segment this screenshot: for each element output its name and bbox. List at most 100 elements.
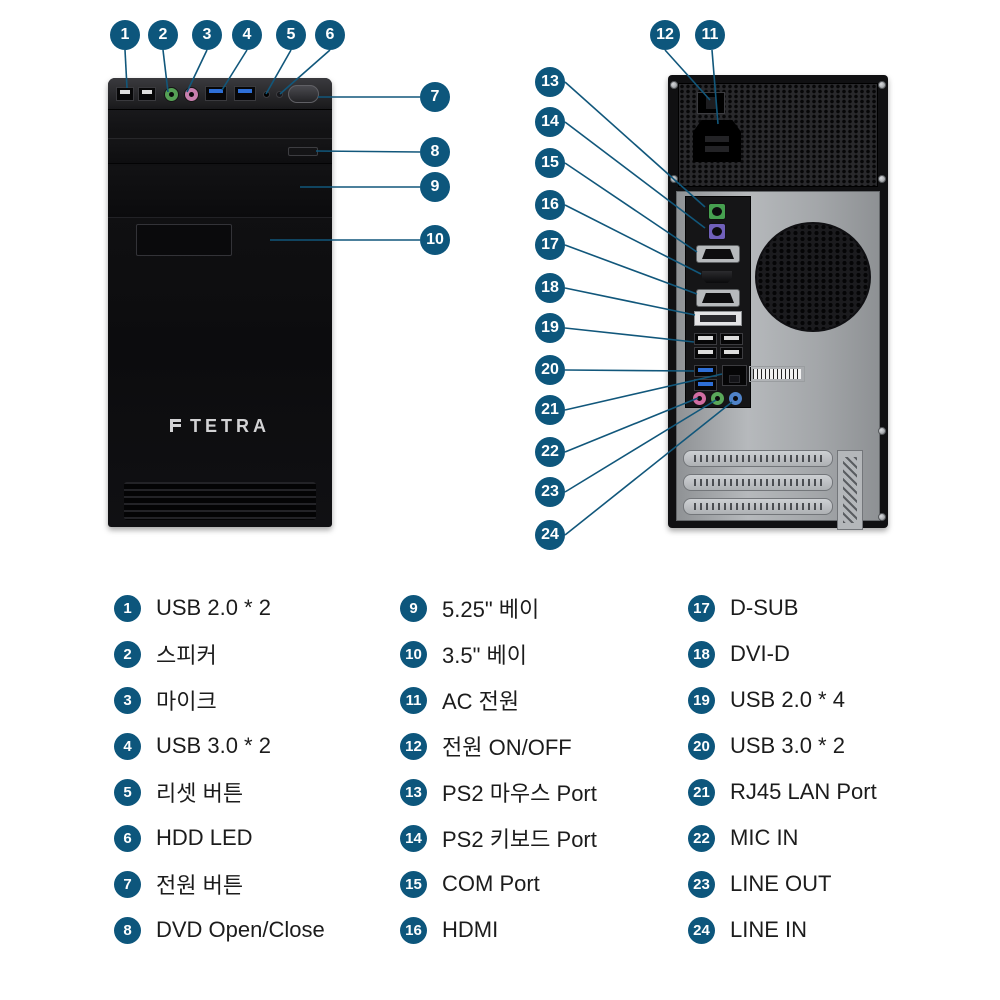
- power-switch: [697, 92, 725, 114]
- callout-9: 9: [420, 172, 450, 202]
- legend-label: PS2 키보드 Port: [442, 827, 597, 852]
- legend-number-badge: 1: [114, 594, 141, 622]
- legend-item: 14 PS2 키보드 Port: [400, 815, 597, 861]
- legend-label: 전원 ON/OFF: [442, 735, 572, 760]
- callout-13: 13: [535, 67, 565, 97]
- slot-bracket: [837, 450, 863, 530]
- case-screw: [878, 81, 886, 89]
- legend-item: 4 USB 3.0 * 2: [114, 723, 325, 769]
- hdd-led: [276, 91, 283, 98]
- bay-525: [108, 166, 332, 218]
- case-screw: [878, 175, 886, 183]
- legend-number-badge: 19: [688, 686, 715, 714]
- legend-item: 6 HDD LED: [114, 815, 325, 861]
- callout-22: 22: [535, 437, 565, 467]
- callout-20: 20: [535, 355, 565, 385]
- legend-label: LINE IN: [730, 917, 808, 942]
- legend-label: HDD LED: [156, 825, 253, 850]
- legend-number-badge: 6: [114, 824, 141, 852]
- legend-number-badge: 8: [114, 916, 141, 944]
- legend-item: 22 MIC IN: [688, 815, 877, 861]
- rj45-lan-port: [722, 365, 747, 386]
- expansion-slot-cover-1: [683, 450, 833, 467]
- legend-label: USB 3.0 * 2: [730, 733, 845, 758]
- callout-12: 12: [650, 20, 680, 50]
- rear-usb3-port-1: [694, 365, 717, 377]
- legend-number-badge: 7: [114, 870, 141, 898]
- legend-label: DVI-D: [730, 641, 790, 666]
- case-screw: [878, 513, 886, 521]
- back-tower: [668, 75, 888, 530]
- front-usb3-port-1: [205, 86, 227, 101]
- rear-usb3-port-2: [694, 379, 717, 391]
- front-usb3-port-2: [234, 86, 256, 101]
- tetra-logo-text: TETRA: [190, 416, 270, 436]
- expansion-slot-cover-3: [683, 498, 833, 515]
- callout-19: 19: [535, 313, 565, 343]
- front-usb2-port-1: [116, 87, 134, 101]
- legend-number-badge: 24: [688, 916, 715, 944]
- legend-number-badge: 23: [688, 870, 715, 898]
- legend-item: 24 LINE IN: [688, 907, 877, 953]
- legend-label: MIC IN: [730, 825, 799, 850]
- legend-item: 10 3.5" 베이: [400, 631, 597, 677]
- callout-7: 7: [420, 82, 450, 112]
- callout-3: 3: [192, 20, 222, 50]
- callout-5: 5: [276, 20, 306, 50]
- power-button: [288, 85, 319, 103]
- legend-label: 마이크: [156, 689, 217, 714]
- rear-usb2-port-1: [694, 333, 717, 345]
- legend-label: RJ45 LAN Port: [730, 779, 877, 804]
- ac-power-inlet: [693, 120, 741, 162]
- legend-number-badge: 13: [400, 778, 427, 806]
- dvi-d-port: [694, 311, 742, 326]
- d-sub-port: [696, 289, 740, 307]
- case-screw: [878, 427, 886, 435]
- legend-number-badge: 22: [688, 824, 715, 852]
- mic-in-jack: [692, 391, 707, 406]
- ps2-mouse-port: [708, 203, 726, 220]
- legend-label: USB 3.0 * 2: [156, 733, 271, 758]
- legend-label: USB 2.0 * 2: [156, 595, 271, 620]
- reset-button: [263, 91, 270, 98]
- tetra-logo-icon: [170, 418, 183, 432]
- com-port: [696, 245, 740, 263]
- case-screw: [670, 81, 678, 89]
- barcode-sticker: [749, 366, 805, 382]
- callout-17: 17: [535, 230, 565, 260]
- callout-4: 4: [232, 20, 262, 50]
- back-panel: [676, 191, 880, 530]
- legend-number-badge: 14: [400, 824, 427, 852]
- legend-number-badge: 4: [114, 732, 141, 760]
- legend-label: AC 전원: [442, 689, 520, 714]
- callout-21: 21: [535, 395, 565, 425]
- callout-11: 11: [695, 20, 725, 50]
- legend-number-badge: 10: [400, 640, 427, 668]
- tetra-logo: TETRA: [108, 416, 332, 437]
- callout-14: 14: [535, 107, 565, 137]
- rear-fan-grille: [755, 222, 871, 332]
- legend-label: COM Port: [442, 871, 540, 896]
- callout-2: 2: [148, 20, 178, 50]
- callout-23: 23: [535, 477, 565, 507]
- rear-io-panel: [685, 196, 751, 408]
- legend-label: 3.5" 베이: [442, 643, 527, 668]
- legend-label: HDMI: [442, 917, 499, 942]
- front-vent-grille: [124, 482, 316, 520]
